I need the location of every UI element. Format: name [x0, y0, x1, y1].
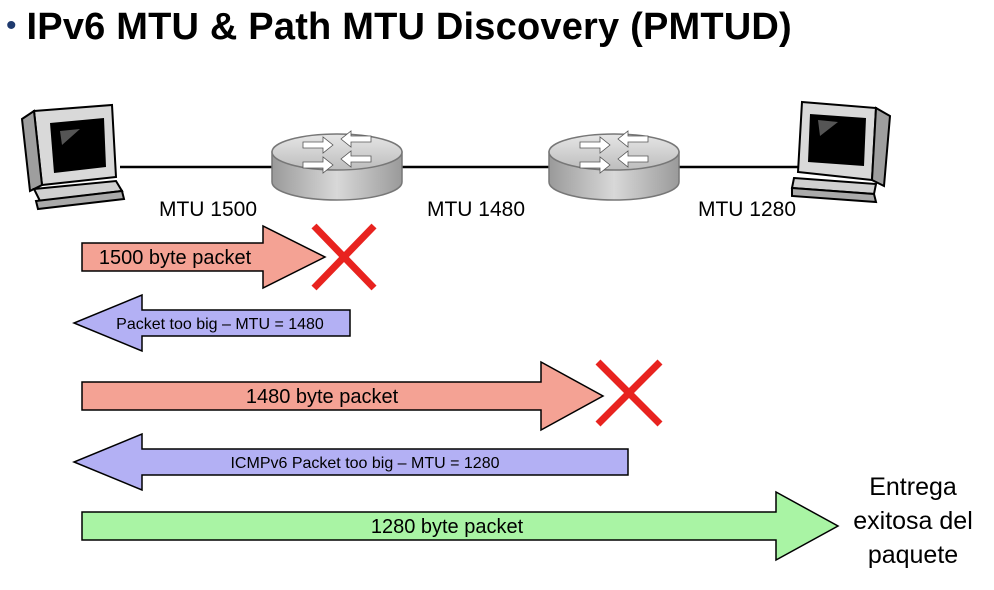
result-line-2: exitosa del	[853, 507, 973, 535]
arrow-label-1: 1500 byte packet	[99, 247, 252, 269]
cross-icon	[595, 359, 663, 427]
result-line-3: paquete	[867, 541, 959, 569]
packet-arrow-1	[81, 224, 327, 290]
computer-icon	[790, 100, 892, 204]
cross-icon	[311, 223, 377, 291]
arrow-label-4: ICMPv6 Packet too big – MTU = 1280	[230, 455, 499, 472]
router-icon	[271, 130, 403, 201]
packet-arrow-5	[81, 490, 840, 562]
arrow-label-3: 1480 byte packet	[246, 386, 399, 408]
link-mtu-label-2: MTU 1480	[427, 198, 525, 221]
computer-icon	[20, 103, 126, 211]
arrow-label-2: Packet too big – MTU = 1480	[116, 316, 324, 333]
result-line-1: Entrega	[869, 473, 957, 501]
packet-arrow-3	[81, 360, 605, 432]
link-mtu-label-3: MTU 1280	[698, 198, 796, 221]
delivery-result-text: Entrega exitosa del paquete	[838, 470, 988, 572]
slide-title-row: • IPv6 MTU & Path MTU Discovery (PMTUD)	[6, 6, 792, 49]
icmp-arrow-4	[72, 432, 629, 492]
slide-title: IPv6 MTU & Path MTU Discovery (PMTUD)	[26, 6, 792, 48]
link-mtu-label-1: MTU 1500	[159, 198, 257, 221]
icmp-arrow-2	[72, 293, 351, 353]
router-icon	[548, 130, 680, 201]
arrow-label-5: 1280 byte packet	[371, 516, 524, 538]
bullet-icon: •	[6, 9, 17, 42]
